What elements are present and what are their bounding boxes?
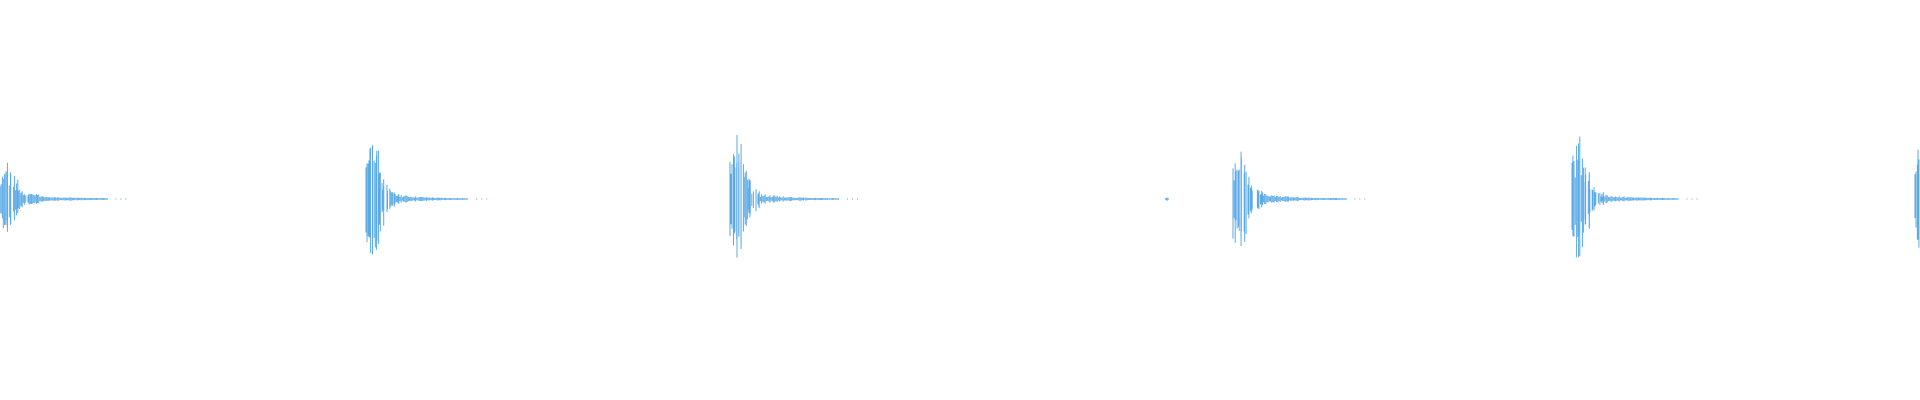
waveform-bursts-group [0, 135, 1920, 258]
waveform-burst [1571, 136, 1698, 258]
waveform-burst [729, 135, 858, 258]
waveform-burst [1914, 149, 1920, 248]
waveform-burst [1232, 151, 1366, 246]
waveform-burst [1165, 197, 1169, 201]
waveform-burst [0, 162, 127, 232]
waveform-burst [365, 145, 488, 255]
